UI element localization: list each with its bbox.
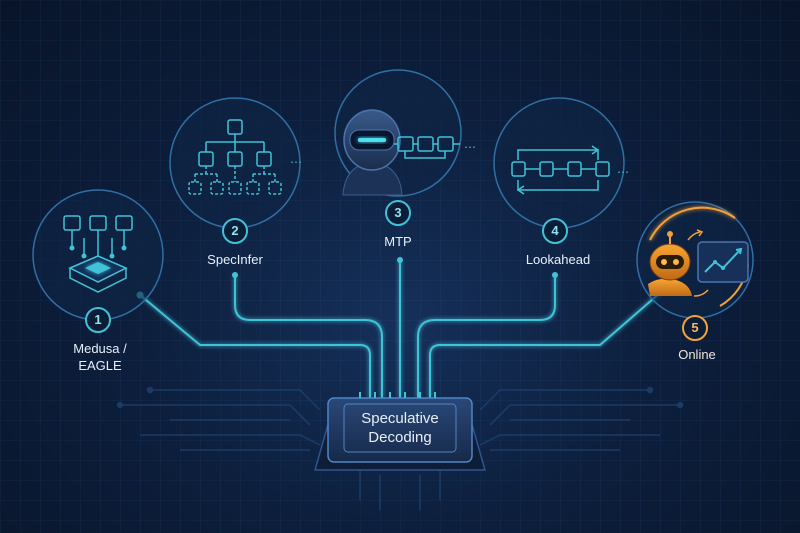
center-title: Speculative Decoding — [361, 409, 439, 447]
method-number-4: 4 — [542, 218, 568, 244]
svg-text:…: … — [464, 137, 476, 151]
token-tree-icon — [188, 119, 282, 195]
mtp-node: … — [334, 69, 476, 197]
robot-chart-icon — [648, 229, 749, 297]
center-title-line: Decoding — [368, 429, 432, 446]
lookahead-loop-icon — [511, 145, 610, 195]
method-label-lookahead: Lookahead — [525, 252, 591, 267]
center-title-line: Speculative — [361, 410, 439, 427]
speculative-decoding-chip — [314, 392, 486, 471]
token-sequence-icon — [394, 136, 460, 159]
method-label-specinfer: SpecInfer — [207, 252, 263, 267]
circuit-traces — [116, 386, 684, 510]
medusa-eagle-node — [32, 189, 164, 321]
connector-lines — [139, 260, 662, 398]
method-label-line: EAGLE — [78, 358, 122, 373]
svg-text:…: … — [290, 152, 302, 166]
medusa-heads-icon — [63, 215, 133, 293]
robot-head-icon — [342, 109, 403, 196]
lookahead-node: … — [493, 97, 629, 229]
method-label-mtp: MTP — [384, 234, 412, 249]
method-number-1: 1 — [85, 307, 111, 333]
method-label-online: Online — [678, 347, 716, 362]
online-node — [636, 201, 754, 319]
svg-text:…: … — [617, 162, 629, 176]
method-label-medusa-eagle: Medusa / EAGLE — [73, 340, 126, 374]
method-number-3: 3 — [385, 200, 411, 226]
specinfer-node: … — [169, 97, 302, 229]
method-number-2: 2 — [222, 218, 248, 244]
method-number-5: 5 — [682, 315, 708, 341]
method-label-line: Medusa / — [73, 341, 127, 356]
